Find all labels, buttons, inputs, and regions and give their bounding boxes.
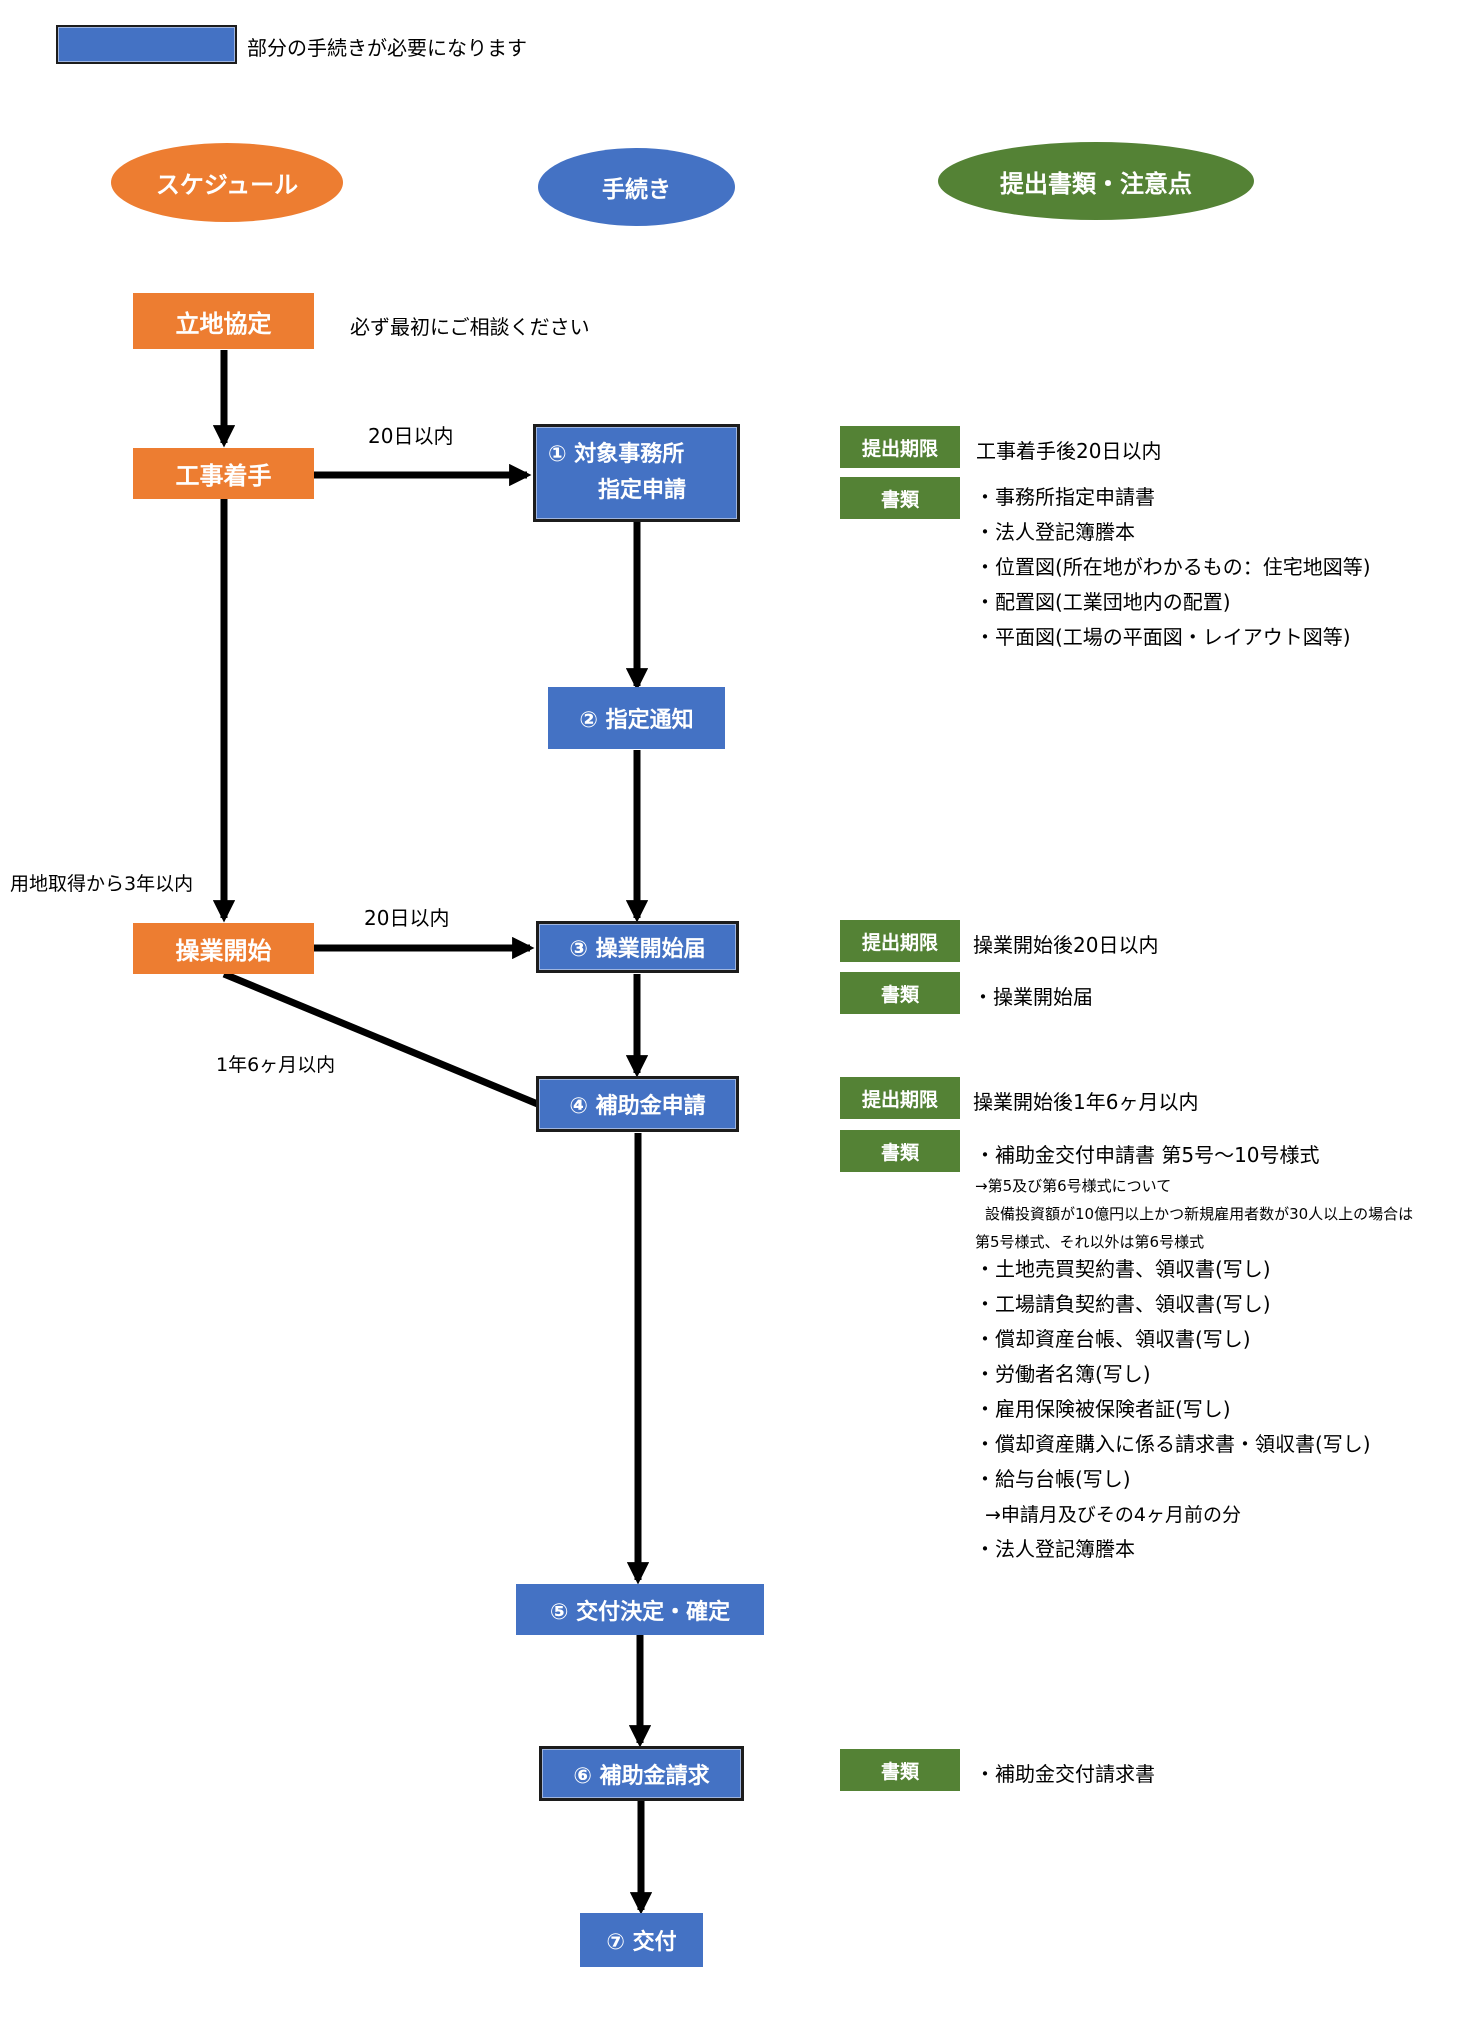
tag-deadline-1: 提出期限	[840, 426, 960, 468]
note-land-3-years: 用地取得から3年以内	[10, 873, 194, 895]
header-documents: 提出書類・注意点	[938, 142, 1254, 220]
list-item: ・配置図(工業団地内の配置)	[975, 590, 1231, 614]
sec3-deadline-text: 操業開始後20日以内	[973, 933, 1159, 957]
header-procedure: 手続き	[538, 148, 735, 226]
tag-docs-1: 書類	[840, 477, 960, 519]
sec1-deadline-text: 工事着手後20日以内	[976, 439, 1162, 463]
procedure-2-designation-notice: ② 指定通知	[548, 687, 725, 749]
list-item: ・事務所指定申請書	[975, 485, 1155, 509]
sec3-doc: ・操業開始届	[973, 985, 1093, 1009]
tag-docs-3: 書類	[840, 972, 960, 1014]
tag-deadline-3: 提出期限	[840, 920, 960, 962]
sec4-doc-main: ・補助金交付申請書 第5号～10号様式	[975, 1143, 1320, 1167]
procedure-1-line2: 指定申請	[598, 478, 687, 503]
sec4-note-1: →第5及び第6号様式について	[975, 1177, 1172, 1195]
tag-deadline-4: 提出期限	[840, 1077, 960, 1119]
list-item: ・法人登記簿謄本	[975, 520, 1135, 544]
schedule-ritchi-kyotei: 立地協定	[133, 293, 314, 349]
sec4-last-doc: ・法人登記簿謄本	[975, 1537, 1135, 1561]
procedure-7-grant: ⑦ 交付	[580, 1913, 703, 1967]
list-item: ・平面図(工場の平面図・レイアウト図等)	[975, 625, 1351, 649]
list-item: ・労働者名簿(写し)	[975, 1362, 1151, 1386]
sec4-doc-list: ・土地売買契約書、領収書(写し) ・工場請負契約書、領収書(写し) ・償却資産台…	[975, 1252, 1371, 1497]
sec4-note-3: 第5号様式、それ以外は第6号様式	[975, 1233, 1205, 1251]
note-consult-first: 必ず最初にご相談ください	[350, 315, 590, 339]
line-sogyo-to-p4	[222, 970, 542, 1109]
legend-swatch	[56, 25, 237, 64]
sec4-payroll-note: →申請月及びその4ヶ月前の分	[985, 1504, 1242, 1526]
sec4-deadline-text: 操業開始後1年6ヶ月以内	[973, 1090, 1199, 1114]
schedule-sogyo-kaishi: 操業開始	[133, 923, 314, 974]
list-item: ・雇用保険被保険者証(写し)	[975, 1397, 1231, 1421]
list-item: ・工場請負契約書、領収書(写し)	[975, 1292, 1271, 1316]
procedure-6-subsidy-claim: ⑥ 補助金請求	[539, 1746, 744, 1801]
tag-docs-6: 書類	[840, 1749, 960, 1791]
procedure-1-office-designation: ① 対象事務所 指定申請	[533, 424, 740, 522]
procedure-1-line1: ① 対象事務所	[548, 442, 685, 467]
note-1y6m: 1年6ヶ月以内	[216, 1054, 336, 1076]
note-within-20-days-2: 20日以内	[364, 906, 450, 930]
list-item: ・償却資産台帳、領収書(写し)	[975, 1327, 1251, 1351]
procedure-3-operation-notice: ③ 操業開始届	[536, 921, 739, 973]
procedure-5-grant-decision: ⑤ 交付決定・確定	[516, 1584, 764, 1635]
header-schedule: スケジュール	[111, 143, 343, 222]
legend-text: 部分の手続きが必要になります	[247, 36, 527, 60]
note-within-20-days-1: 20日以内	[368, 424, 454, 448]
list-item: ・位置図(所在地がわかるもの：住宅地図等)	[975, 555, 1371, 579]
sec1-doc-list: ・事務所指定申請書 ・法人登記簿謄本 ・位置図(所在地がわかるもの：住宅地図等)…	[975, 480, 1371, 655]
list-item: ・土地売買契約書、領収書(写し)	[975, 1257, 1271, 1281]
schedule-koji-chakushu: 工事着手	[133, 448, 314, 499]
tag-docs-4: 書類	[840, 1130, 960, 1172]
sec4-note-2: 設備投資額が10億円以上かつ新規雇用者数が30人以上の場合は	[985, 1205, 1414, 1223]
list-item: ・給与台帳(写し)	[975, 1467, 1131, 1491]
sec6-doc: ・補助金交付請求書	[975, 1762, 1155, 1786]
procedure-4-subsidy-application: ④ 補助金申請	[536, 1076, 739, 1132]
list-item: ・償却資産購入に係る請求書・領収書(写し)	[975, 1432, 1371, 1456]
